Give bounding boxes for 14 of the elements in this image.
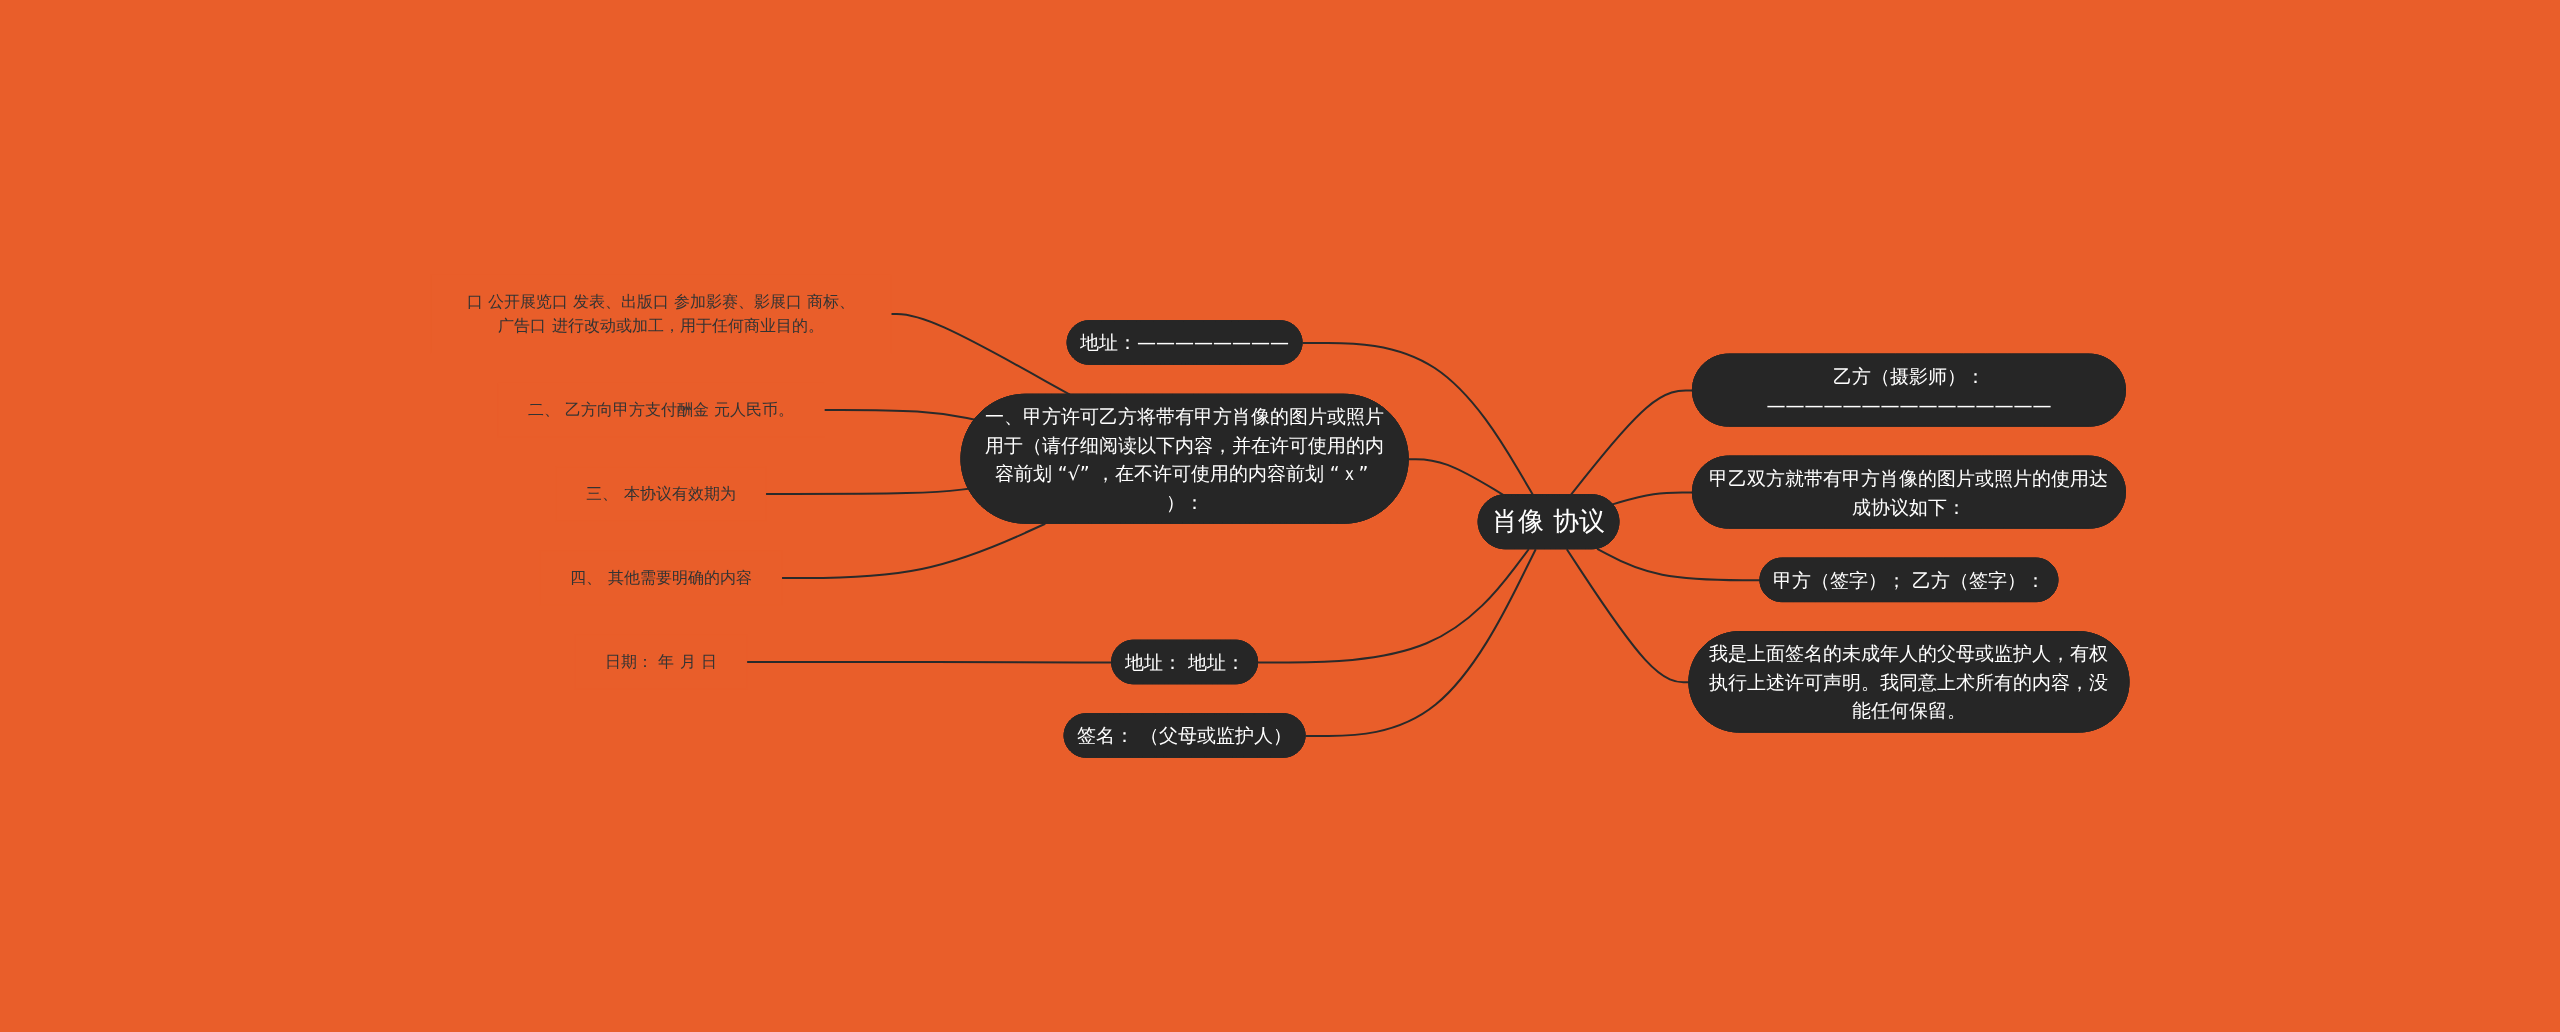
connector [890,312,1071,396]
connector [1301,341,1535,497]
connector [1611,491,1694,506]
node-text: 日期： 年 月 日 [605,651,717,671]
connector [1565,548,1691,684]
connector [764,487,970,495]
node-text: 口 公开展览口 发表、出版口 参加影赛、影展口 商标、广告口 进行改动或加工，用于任何商业目的。 [466,291,856,335]
node-text: 三、 本协议有效期为 [586,483,736,503]
connector [780,522,1047,579]
connector [1407,458,1505,497]
connector [1257,548,1530,664]
node-text: 四、 其他需要明确的内容 [570,567,752,587]
connector [1304,548,1537,737]
node-text: 二、 乙方向甲方支付酬金 元人民币。 [527,399,795,419]
